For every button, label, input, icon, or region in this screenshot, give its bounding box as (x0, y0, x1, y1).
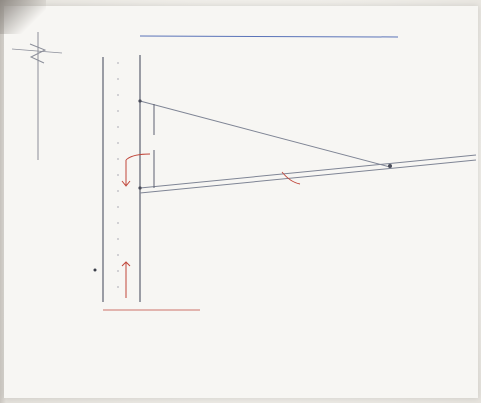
ground-line-bottom (139, 159, 477, 194)
base-point (138, 186, 142, 190)
top-left-shadow (0, 0, 46, 34)
ground-line-top (139, 154, 477, 189)
red-leader-right (281, 171, 301, 185)
far-point (388, 164, 392, 168)
zigzag-mark (29, 43, 47, 64)
reference-tick (11, 48, 63, 54)
small-dot (93, 268, 97, 272)
red-leader (125, 153, 151, 161)
red-arrow-up (121, 261, 131, 298)
sloped-line-upper (139, 100, 391, 168)
title-underline (139, 35, 399, 38)
left-edge-shadow (0, 0, 6, 403)
paper-sheet (4, 6, 478, 398)
red-arrow-down (121, 160, 131, 187)
top-point (138, 99, 142, 103)
